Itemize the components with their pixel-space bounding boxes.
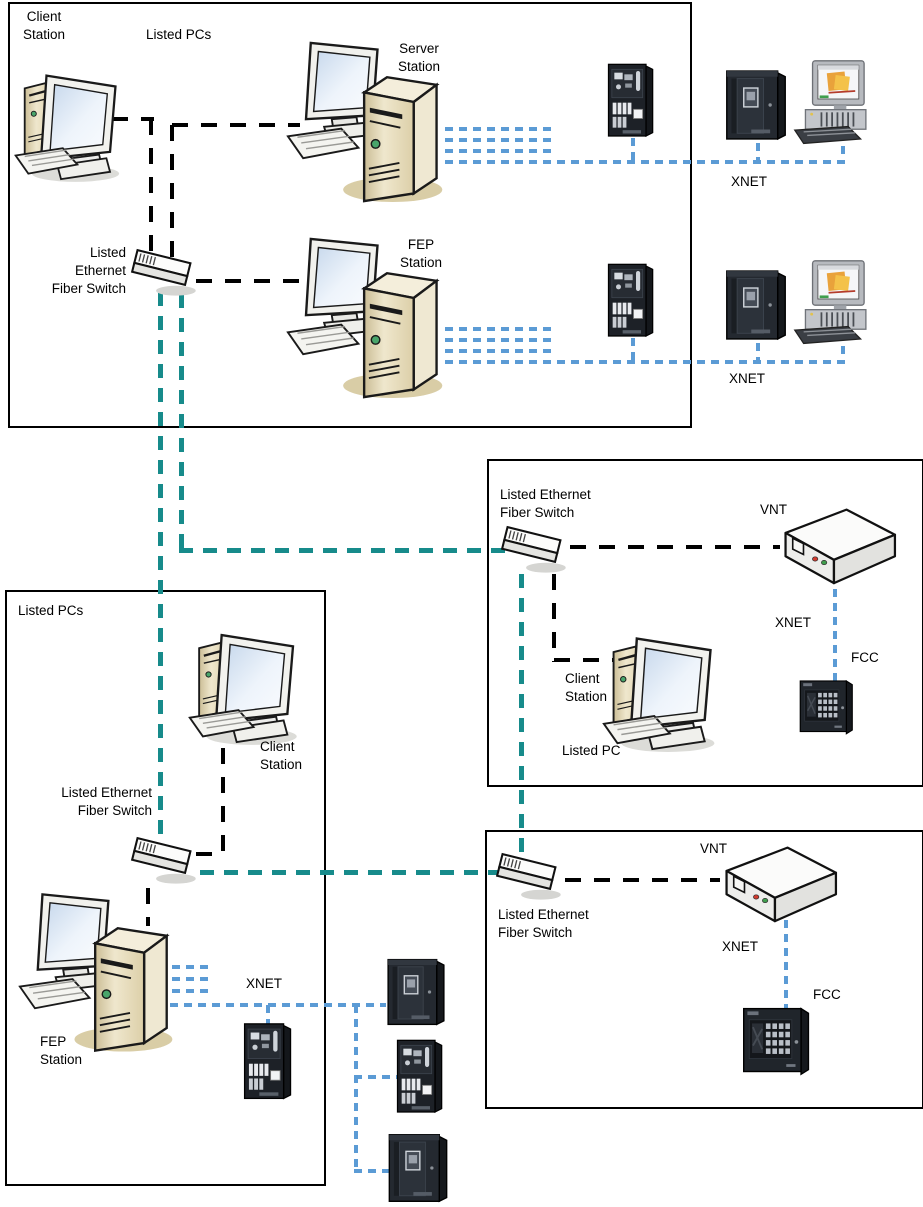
fire-alarm-cabinet (385, 1131, 451, 1205)
workstation-pc (793, 58, 873, 148)
fiber-link-topswitch-to-bottomleft-switch (158, 292, 163, 844)
ethernet-fiber-switch (498, 525, 574, 579)
xnet-bus-row1 (445, 160, 845, 164)
client-station-label: Client Station (22, 9, 66, 42)
client-station-pc (186, 612, 308, 752)
fire-alarm-cabinet (383, 956, 449, 1028)
server-station-label: Server Station (397, 41, 441, 74)
xnet-branch (354, 1169, 390, 1173)
fire-alarm-cabinet (723, 266, 789, 344)
eth-bl-switch-to-fep (146, 888, 150, 926)
client-station-label: Client Station (260, 739, 303, 772)
xnet-bus-bottom (170, 1003, 386, 1007)
switch-label: Listed Ethernet Fiber Switch (51, 245, 126, 296)
eth-client-to-junction (112, 117, 154, 121)
xnet-label: XNET (246, 976, 283, 991)
fire-alarm-panel (395, 1038, 445, 1116)
xnet-stub (841, 346, 845, 362)
xnet-line (445, 127, 553, 131)
fcc-annunciator (795, 678, 859, 736)
vnt-label: VNT (760, 502, 787, 517)
xnet-stub (631, 338, 635, 362)
xnet-stub (756, 343, 760, 362)
eth-brswitch-to-vnt (565, 878, 720, 882)
fiber-link-midright-to-bottomright-switch (519, 574, 524, 862)
fire-alarm-cabinet (723, 66, 789, 144)
fire-alarm-panel (606, 62, 656, 140)
xnet-label: XNET (729, 371, 766, 386)
fep-station-label: FEP Station (40, 1034, 83, 1067)
xnet-line (445, 338, 553, 342)
eth-client-drop-to-switch (149, 119, 153, 258)
switch-label: Listed Ethernet Fiber Switch (500, 487, 591, 520)
xnet-line (445, 349, 553, 353)
fcc-label: FCC (851, 650, 879, 665)
xnet-line (172, 989, 212, 993)
xnet-riser (354, 1005, 358, 1173)
fiber-link-bottomleft-to-bottomright-switch (200, 870, 500, 875)
xnet-vnt-to-fcc (833, 589, 837, 682)
ethernet-fiber-switch (128, 836, 204, 890)
xnet-label: XNET (731, 174, 768, 189)
eth-server-drop-to-switch (170, 125, 174, 260)
fire-alarm-panel (242, 1022, 294, 1102)
bottom-left-group-box (5, 590, 326, 1186)
eth-bl-client-to-switch (196, 852, 225, 856)
eth-server-to-junction (172, 123, 300, 127)
xnet-vnt-to-fcc (784, 920, 788, 1008)
client-station-label: Client Station (565, 671, 608, 704)
xnet-bus-row2 (445, 360, 845, 364)
vnt-label: VNT (700, 841, 727, 856)
listed-pcs-label: Listed PCs (146, 27, 212, 42)
eth-midswitch-to-vnt (570, 545, 780, 549)
xnet-line (172, 965, 212, 969)
fcc-label: FCC (813, 987, 841, 1002)
xnet-label: XNET (722, 939, 759, 954)
eth-bl-client-drop (221, 748, 225, 856)
xnet-stub (266, 1005, 270, 1025)
eth-to-mid-client (554, 658, 632, 662)
fcc-annunciator (740, 1004, 814, 1078)
top-group-box (8, 2, 692, 428)
fiber-link-topswitch-drop (179, 294, 184, 550)
xnet-stub (756, 143, 760, 162)
fiber-link-to-midright-switch (179, 548, 505, 553)
xnet-stub (631, 138, 635, 162)
switch-label: Listed Ethernet Fiber Switch (498, 907, 589, 940)
eth-switch-to-fep (196, 279, 312, 283)
workstation-pc (793, 258, 873, 348)
eth-midswitch-drop (552, 574, 556, 662)
xnet-stub (841, 146, 845, 162)
xnet-branch (354, 1075, 398, 1079)
vnt-device (714, 836, 844, 931)
ethernet-fiber-switch (128, 248, 204, 302)
xnet-line (445, 327, 553, 331)
xnet-line (172, 977, 212, 981)
fire-alarm-panel (606, 262, 656, 340)
listed-pcs-label: Listed PCs (18, 603, 84, 618)
vnt-device (773, 498, 903, 593)
switch-label: Listed Ethernet Fiber Switch (61, 785, 152, 818)
fep-station-label: FEP Station (399, 237, 443, 270)
xnet-label: XNET (775, 615, 812, 630)
xnet-line (445, 149, 553, 153)
client-station-pc (12, 52, 130, 190)
xnet-line (445, 138, 553, 142)
listed-pc-label: Listed PC (562, 743, 621, 758)
ethernet-fiber-switch (493, 852, 569, 906)
